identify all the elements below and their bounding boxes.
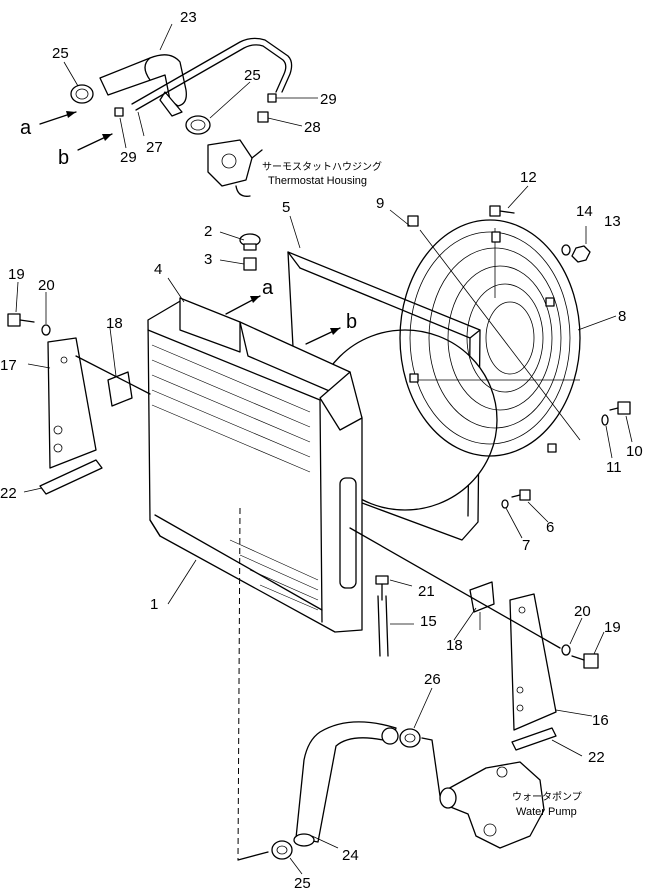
label-6: 6 xyxy=(546,519,554,536)
label-20-left: 20 xyxy=(38,277,55,294)
connection-line-lower xyxy=(237,507,241,861)
thermostat-housing-en: Thermostat Housing xyxy=(268,175,367,187)
filler-neck-3 xyxy=(243,257,257,271)
label-21: 21 xyxy=(418,583,435,600)
drain-valve-21 xyxy=(375,575,389,601)
part-labels: 1 2 3 4 5 6 7 8 9 10 11 12 13 14 15 16 1… xyxy=(0,9,643,890)
bolt-10-washer-11 xyxy=(601,401,631,426)
label-leaders xyxy=(15,23,633,875)
letter-a-radiator: a xyxy=(262,277,274,299)
label-20-right: 20 xyxy=(574,603,591,620)
bolt-12 xyxy=(489,205,515,217)
thermostat-housing xyxy=(207,139,263,197)
label-13: 13 xyxy=(604,213,621,230)
label-1: 1 xyxy=(150,596,158,613)
arrow-a-top xyxy=(39,111,77,125)
bolt-6-washer-7 xyxy=(501,489,531,509)
leader-water-pump xyxy=(421,737,441,797)
water-pump-jp: ウォータポンプ xyxy=(512,791,582,803)
label-10: 10 xyxy=(626,443,643,460)
label-29-right: 29 xyxy=(320,91,337,108)
letter-b-radiator: b xyxy=(346,311,357,333)
label-29-left: 29 xyxy=(120,149,137,166)
bracket-16 xyxy=(509,593,557,731)
label-28: 28 xyxy=(304,119,321,136)
arrow-a-radiator xyxy=(225,295,261,315)
label-22-right: 22 xyxy=(588,749,605,766)
label-19-left: 19 xyxy=(8,266,25,283)
fan-guard-8 xyxy=(399,215,581,457)
label-2: 2 xyxy=(204,223,212,240)
filler-cap-2 xyxy=(239,233,261,251)
hose-clamp-25-top-left xyxy=(70,84,94,104)
plate-22-right xyxy=(511,727,557,751)
drain-hose-15 xyxy=(377,595,389,657)
label-7: 7 xyxy=(522,537,530,554)
label-18-right: 18 xyxy=(446,637,463,654)
label-17: 17 xyxy=(0,357,17,374)
arrow-b-top xyxy=(77,133,113,151)
bypass-pipe-27 xyxy=(131,37,293,111)
leader-18-right xyxy=(349,527,561,649)
label-8: 8 xyxy=(618,308,626,325)
label-14: 14 xyxy=(576,203,593,220)
plate-18-right xyxy=(469,581,495,613)
arrow-b-radiator xyxy=(305,327,341,345)
label-23: 23 xyxy=(180,9,197,26)
water-pump-en: Water Pump xyxy=(516,806,577,818)
label-22-left: 22 xyxy=(0,485,17,502)
label-5: 5 xyxy=(282,199,290,216)
label-25-top-left: 25 xyxy=(52,45,69,62)
arrow-letters: a b a b xyxy=(20,117,357,333)
water-pump xyxy=(439,761,545,849)
connection-line-bottom xyxy=(237,851,269,861)
plate-18-left xyxy=(107,371,133,407)
label-25-top-right: 25 xyxy=(244,67,261,84)
label-19-right: 19 xyxy=(604,619,621,636)
radiator-core-grid xyxy=(151,344,319,611)
washer-20-right xyxy=(561,644,571,656)
label-25-bottom: 25 xyxy=(294,875,311,890)
label-18-left: 18 xyxy=(106,315,123,332)
label-12: 12 xyxy=(520,169,537,186)
hose-clamp-26 xyxy=(399,728,421,748)
label-16: 16 xyxy=(592,712,609,729)
hose-clamp-25-top-right xyxy=(185,115,211,135)
label-11: 11 xyxy=(606,459,622,476)
label-15: 15 xyxy=(420,613,437,630)
bracket-17 xyxy=(47,337,97,469)
hose-clamp-25-bottom xyxy=(271,840,293,860)
leader-18-left xyxy=(75,355,151,395)
label-9: 9 xyxy=(376,195,384,212)
label-3: 3 xyxy=(204,251,212,268)
lower-hose-24 xyxy=(293,721,399,847)
label-26: 26 xyxy=(424,671,441,688)
notes: サーモスタットハウジング Thermostat Housing ウォータポンプ … xyxy=(262,160,582,818)
label-27: 27 xyxy=(146,139,163,156)
bolt-19-right xyxy=(571,653,599,669)
washer-20-left xyxy=(41,324,51,336)
upper-hose-23 xyxy=(99,54,187,117)
thermostat-housing-jp: サーモスタットハウジング xyxy=(262,160,382,173)
bolt-19-left xyxy=(7,313,35,327)
label-4: 4 xyxy=(154,261,162,278)
washer-14-nut-13 xyxy=(561,244,591,263)
label-24: 24 xyxy=(342,847,359,864)
plate-22-left xyxy=(39,459,103,495)
radiator-1 xyxy=(147,297,363,633)
letter-b-top: b xyxy=(58,147,69,169)
letter-a-top: a xyxy=(20,117,32,139)
